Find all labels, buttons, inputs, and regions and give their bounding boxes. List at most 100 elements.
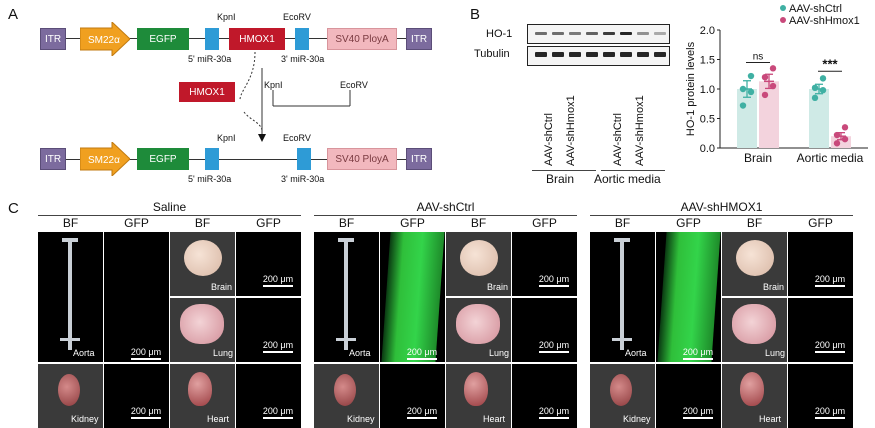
promoter-arrow-bottom: SM22α [80, 142, 130, 176]
y-tick-label: 1.5 [700, 55, 715, 67]
tissue-sample [336, 338, 356, 341]
group-label-aortic: Aortic media [594, 172, 661, 186]
kidney-bf-image [314, 364, 379, 428]
itr-left-bottom: ITR [40, 148, 66, 170]
gallery-column-label: BF [194, 216, 211, 230]
heart-label: Heart [759, 414, 782, 424]
scale-bar: 200 μm [258, 340, 298, 353]
gallery-group-title: AAV-shCtrl [416, 200, 475, 214]
tissue-sample [614, 238, 630, 242]
tissue-sample [460, 240, 498, 276]
legend-marker [780, 17, 786, 23]
hmox1-box: HMOX1 [229, 28, 285, 50]
brain-group-rule [532, 170, 596, 171]
blot-ho1 [527, 24, 670, 44]
ho1-band [637, 32, 649, 35]
tubulin-band [552, 52, 564, 57]
kpni-label: KpnI [217, 12, 236, 22]
gallery-column-label: GFP [808, 216, 833, 230]
brain-bf-image [722, 232, 787, 296]
panel-letter-a: A [8, 6, 19, 23]
lung-label: Lung [765, 348, 786, 358]
tissue-sample [620, 238, 624, 350]
gallery-column-label: BF [338, 216, 355, 230]
tubulin-band [620, 52, 632, 57]
scale-bar: 200 μm [678, 347, 718, 360]
heart-bf-image [170, 364, 235, 428]
lane-label: AAV-shHmox1 [565, 95, 577, 166]
data-point [747, 72, 755, 80]
legend-label: AAV-shCtrl [789, 3, 842, 15]
insert-kpni-label: KpnI [264, 80, 283, 90]
gallery-column-label: BF [614, 216, 631, 230]
brain-label: Brain [763, 282, 785, 292]
data-point [819, 86, 827, 94]
lung-label: Lung [213, 348, 234, 358]
brain-label: Brain [211, 282, 233, 292]
aorta-bf-image [314, 232, 379, 362]
data-point [739, 102, 747, 109]
lung-bf-image [170, 298, 235, 362]
heart-bf-image [722, 364, 787, 428]
tissue-sample [60, 338, 80, 341]
tissue-sample [456, 304, 500, 344]
gallery-group-title: AAV-shHMOX1 [680, 200, 763, 214]
tissue-sample [68, 238, 72, 350]
data-point [841, 124, 849, 131]
tubulin-band [603, 52, 615, 57]
lung-bf-image [446, 298, 511, 362]
data-point [769, 65, 777, 72]
tissue-sample [612, 338, 632, 341]
mir3-box-bottom [297, 148, 311, 170]
ho1-band [654, 32, 666, 35]
insert-ecorv-label: EcoRV [340, 80, 368, 90]
tubulin-band [654, 52, 666, 57]
data-point [747, 88, 755, 96]
x-category-label: Aortic media [797, 151, 864, 165]
lane-label: AAV-shCtrl [612, 113, 624, 166]
scale-bar: 200 μm [534, 274, 574, 287]
tissue-sample [657, 232, 721, 362]
y-tick-label: 2.0 [700, 25, 715, 37]
promoter-arrow: SM22α [80, 22, 130, 56]
aorta-label: Aorta [625, 348, 647, 358]
ho1-band [535, 32, 547, 35]
bar [759, 81, 779, 148]
cloning-arrows [239, 51, 351, 142]
bar [831, 136, 851, 148]
ho1-band [552, 32, 564, 35]
ho1-band [569, 32, 581, 35]
kpni-label-bottom: KpnI [217, 133, 236, 143]
scale-bar: 200 μm [678, 406, 718, 419]
data-point [833, 140, 841, 147]
aorta-gfp-image [380, 232, 445, 362]
data-point [761, 91, 769, 99]
scale-bar: 200 μm [402, 406, 442, 419]
legend-label: AAV-shHmox1 [789, 15, 860, 27]
legend-marker [780, 5, 786, 11]
tubulin-band [535, 52, 547, 57]
y-tick-label: 1.0 [700, 84, 715, 96]
panel-letter-c: C [8, 200, 19, 217]
y-axis-label: HO-1 protein levels [685, 41, 697, 136]
ecorv-label: EcoRV [283, 12, 311, 22]
y-tick-label: 0.5 [700, 114, 715, 126]
y-tick-label: 0.0 [700, 143, 715, 155]
lane-label: AAV-shCtrl [543, 113, 555, 166]
tissue-sample [464, 372, 488, 406]
mir3-label: 3' miR-30a [281, 54, 325, 64]
aorta-bf-image [38, 232, 103, 362]
itr-right-bottom: ITR [406, 148, 432, 170]
blot-tubulin [527, 46, 670, 66]
sv40-box: SV40 PloyA [327, 28, 397, 50]
egfp-box: EGFP [137, 28, 189, 50]
tissue-sample [62, 238, 78, 242]
ho1-label: HO-1 [486, 28, 513, 40]
gallery-column-label: GFP [400, 216, 425, 230]
brain-bf-image [446, 232, 511, 296]
gallery-column-label: BF [746, 216, 763, 230]
tubulin-label: Tubulin [474, 48, 510, 60]
kidney-label: Kidney [71, 414, 99, 424]
group-label-brain: Brain [546, 172, 575, 186]
data-point [819, 75, 827, 82]
